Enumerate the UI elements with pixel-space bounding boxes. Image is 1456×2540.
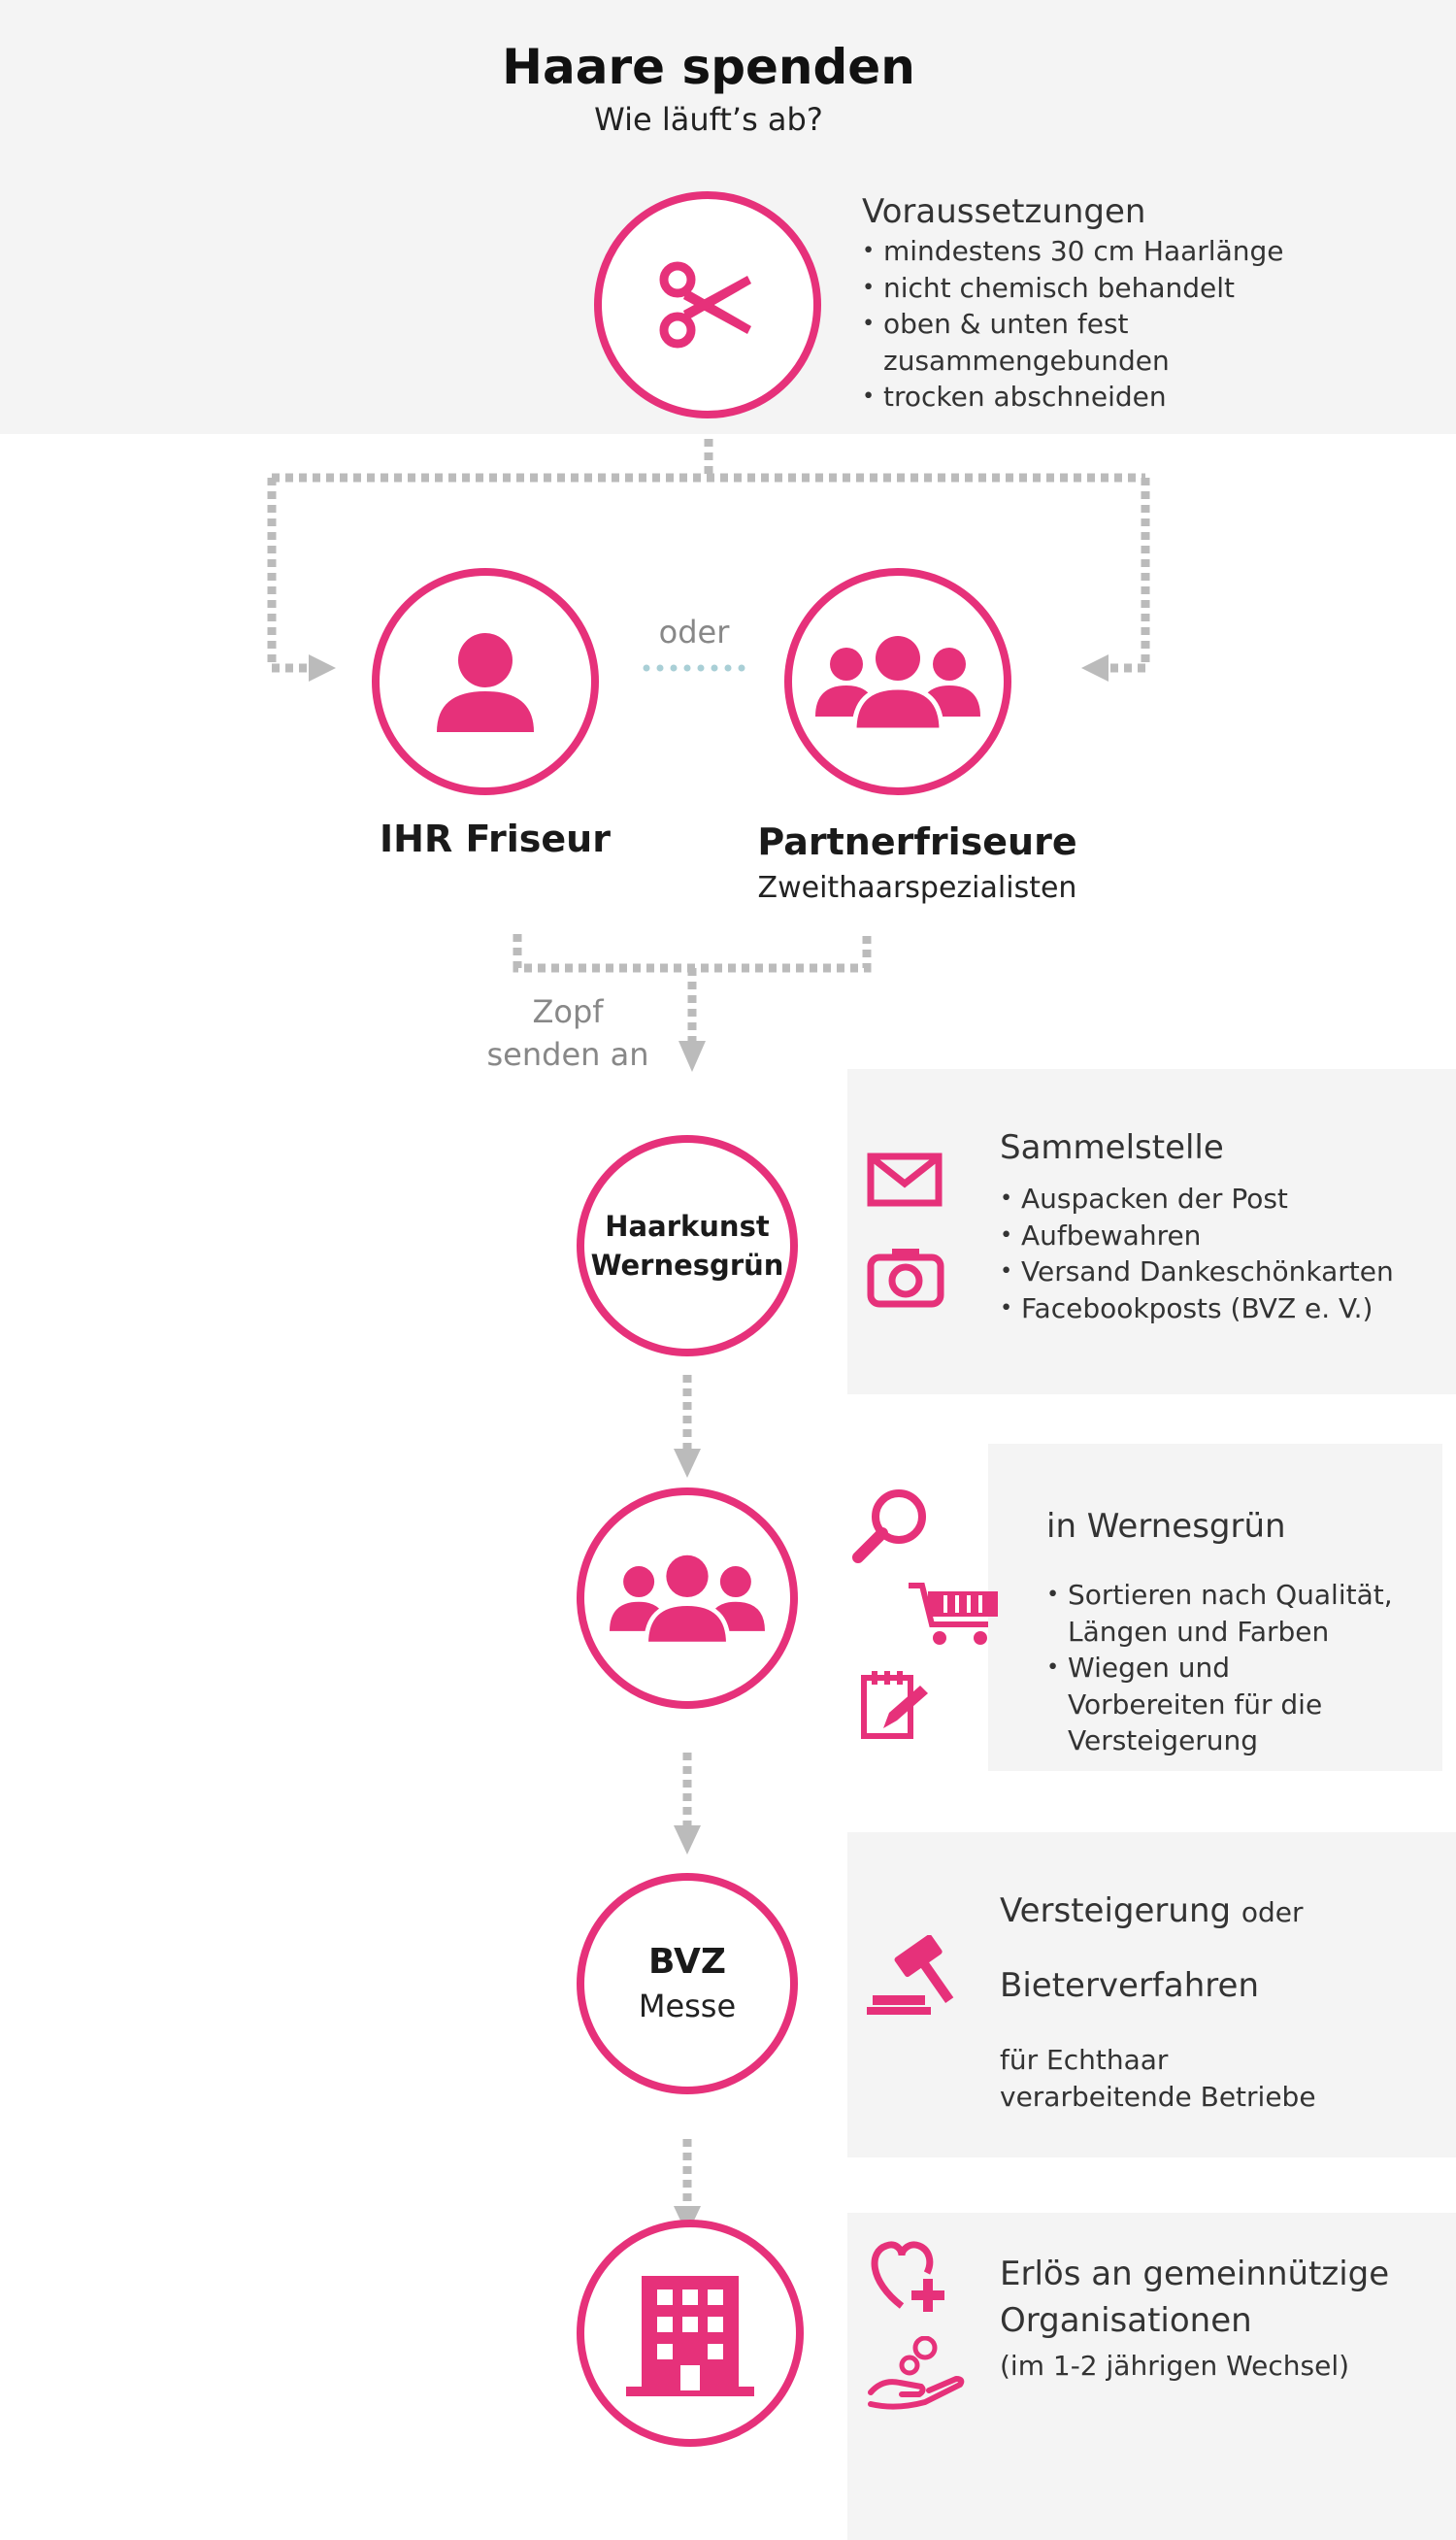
requirements-circle [594, 191, 821, 418]
step1-heading: Sammelstelle [1000, 1128, 1224, 1167]
scissors-icon [654, 256, 761, 353]
step3-heading-line2: Bieterverfahren [1000, 1966, 1259, 2005]
notepad-icon [860, 1668, 934, 1746]
list-item: Aufbewahren [1000, 1218, 1427, 1254]
step1-circle-line1: Haarkunst [605, 1210, 770, 1243]
step1-list: Auspacken der Post Aufbewahren Versand D… [1000, 1181, 1427, 1326]
send-label-line2: senden an [486, 1036, 649, 1073]
step3-description: für Echthaar verarbeitende Betriebe [1000, 2042, 1316, 2115]
step1-circle-line2: Wernesgrün [590, 1249, 784, 1282]
step3-heading-main: Versteigerung [1000, 1891, 1232, 1930]
step3-circle-line1: BVZ [648, 1942, 726, 1982]
group-icon [610, 1552, 765, 1645]
arrow-step3 [674, 1825, 701, 1855]
step2-circle [577, 1487, 798, 1709]
partner-hairdressers-circle [784, 568, 1011, 795]
page-title: Haare spenden [502, 39, 915, 95]
step3-desc-line1: für Echthaar [1000, 2044, 1169, 2076]
group-icon [815, 633, 980, 730]
step3-heading-or: oder [1241, 1896, 1304, 1928]
step2-heading: in Wernesgrün [1046, 1507, 1286, 1546]
list-item: Versand Dankeschönkarten [1000, 1253, 1427, 1290]
step4-heading: Erlös an gemeinnützige Organisationen [1000, 2251, 1389, 2344]
partner-hairdressers-sublabel: Zweithaarspezialisten [757, 871, 1077, 905]
arrow-right-in [1081, 654, 1109, 682]
own-hairdresser-circle [372, 568, 599, 795]
list-item: mindestens 30 cm Haarlänge [862, 233, 1406, 270]
heart-plus-icon [867, 2240, 948, 2318]
list-item: Auspacken der Post [1000, 1181, 1427, 1218]
list-item: Facebookposts (BVZ e. V.) [1000, 1290, 1427, 1327]
partner-hairdressers-label: Partnerfriseure [757, 820, 1077, 863]
send-label: Zopf senden an [456, 990, 679, 1076]
or-dots [643, 664, 745, 672]
magnifier-icon [850, 1484, 932, 1569]
arrow-step2 [674, 1449, 701, 1478]
hand-coins-icon [867, 2335, 968, 2414]
step4-heading-line2: Organisationen [1000, 2301, 1252, 2340]
step3-desc-line2: verarbeitende Betriebe [1000, 2080, 1316, 2113]
step1-circle: Haarkunst Wernesgrün [577, 1135, 798, 1356]
list-item: oben & unten fest zusammengebunden [862, 306, 1406, 379]
send-label-line1: Zopf [532, 993, 604, 1030]
step3-circle: BVZ Messe [577, 1873, 798, 2094]
step2-list: Sortieren nach Qualität, Längen und Farb… [1046, 1577, 1396, 1759]
step3-heading: Versteigerung oder [1000, 1891, 1304, 1930]
building-icon [626, 2270, 754, 2396]
list-item: Wiegen und Vorbereiten für die Versteige… [1046, 1650, 1396, 1759]
step4-panel [847, 2213, 1456, 2540]
requirements-list: mindestens 30 cm Haarlänge nicht chemisc… [862, 233, 1406, 416]
arrow-merge-down [678, 1041, 706, 1072]
requirements-heading: Voraussetzungen [862, 192, 1146, 231]
connector-merge [513, 934, 872, 1041]
step4-note: (im 1-2 jährigen Wechsel) [1000, 2350, 1350, 2382]
connector-top-split [267, 439, 1150, 668]
step3-circle-line2: Messe [638, 1988, 737, 2024]
camera-icon [867, 1246, 944, 1312]
gavel-icon [867, 1934, 964, 2022]
person-icon [432, 631, 539, 732]
list-item: trocken abschneiden [862, 379, 1406, 416]
or-label: oder [658, 614, 730, 651]
step4-heading-line1: Erlös an gemeinnützige [1000, 2255, 1390, 2293]
page-subtitle: Wie läuft’s ab? [594, 101, 823, 138]
cart-icon [907, 1580, 1004, 1654]
arrow-left-in [309, 654, 336, 682]
list-item: Sortieren nach Qualität, Längen und Farb… [1046, 1577, 1396, 1650]
own-hairdresser-label: IHR Friseur [380, 818, 611, 860]
list-item: nicht chemisch behandelt [862, 270, 1406, 307]
step4-circle [577, 2220, 804, 2447]
envelope-icon [867, 1153, 943, 1211]
